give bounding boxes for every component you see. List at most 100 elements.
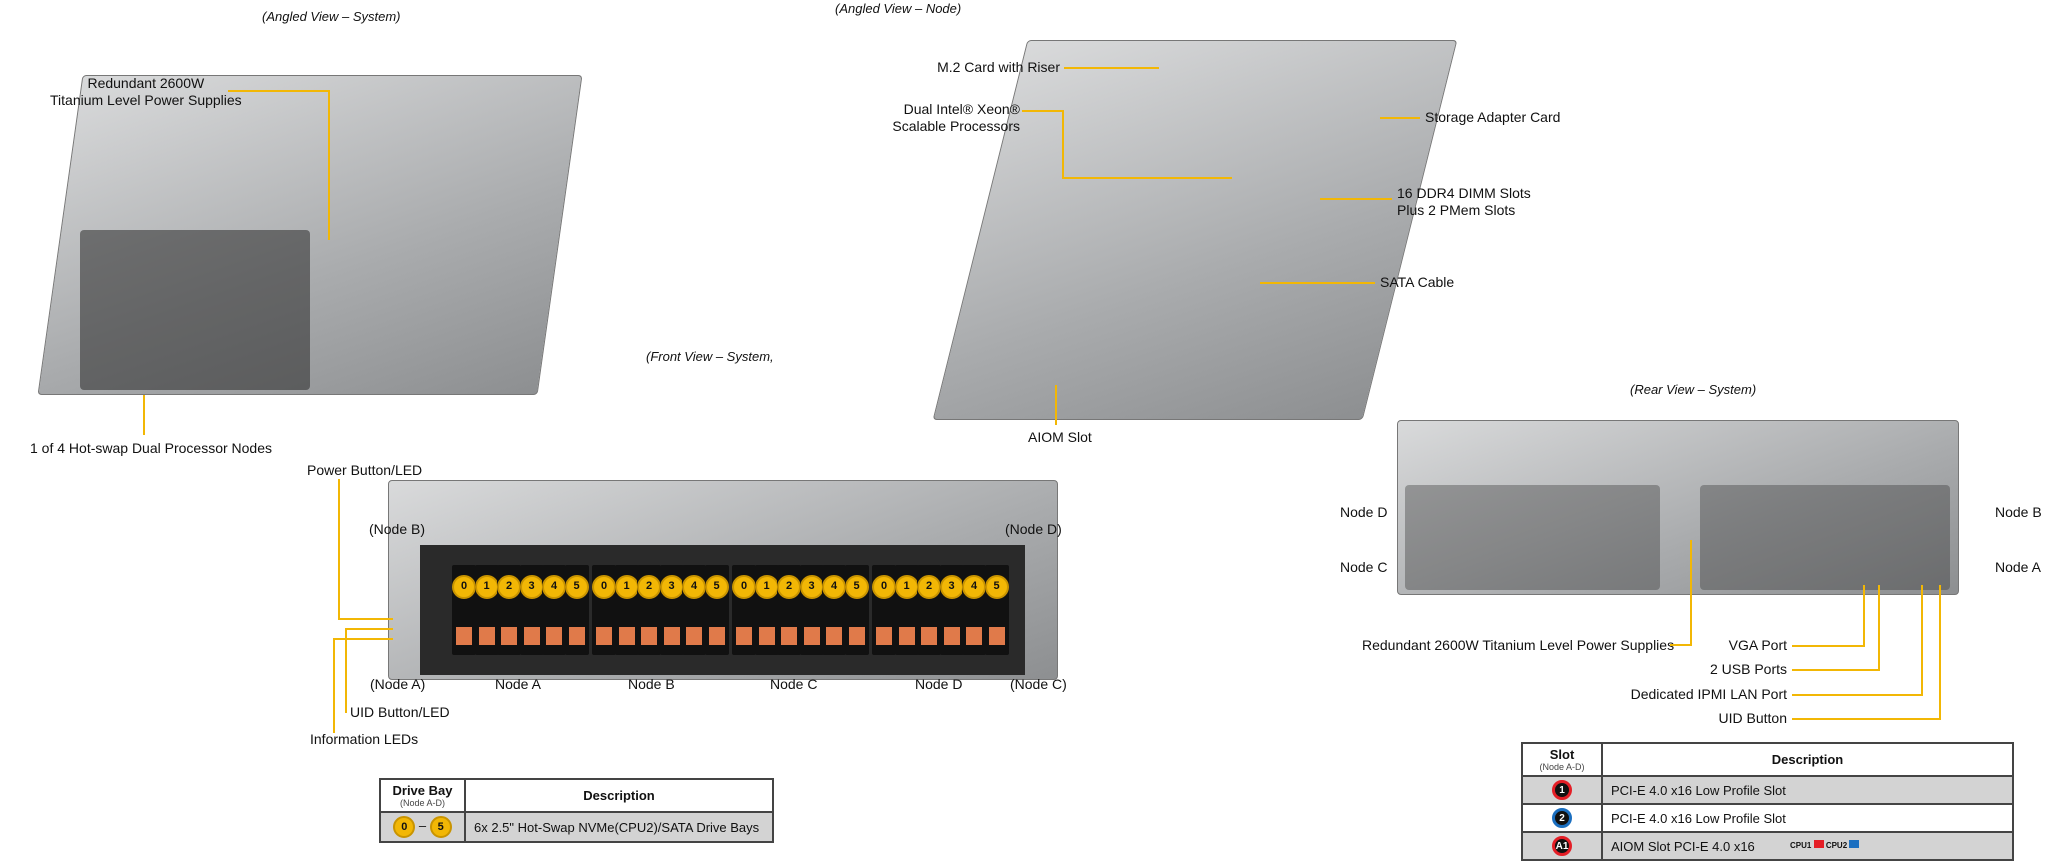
cpu-legend: CPU1 CPU2 <box>1790 837 1860 854</box>
uid-button-label: UID Button/LED <box>350 704 450 720</box>
node-c-paren-label: (Node C) <box>1010 676 1067 692</box>
drive-bay-number: 1 <box>474 575 499 599</box>
node-a-paren-label: (Node A) <box>370 676 426 692</box>
drive-bay-number: 4 <box>962 575 986 599</box>
drive-bay-number: 0 <box>732 575 756 599</box>
drive-bay: 3 <box>939 565 964 655</box>
storage-label: Storage Adapter Card <box>1425 109 1561 125</box>
drive-bay-number: 4 <box>682 575 706 599</box>
drive-bay: 0 <box>872 565 896 655</box>
nodes-label: 1 of 4 Hot-swap Dual Processor Nodes <box>30 440 272 456</box>
aiom-label: AIOM Slot <box>1028 429 1092 445</box>
drive-release-tab <box>921 627 937 645</box>
drive-bay-number: 5 <box>844 575 869 599</box>
usb-label: 2 USB Ports <box>1709 661 1787 677</box>
front-node-d: Node D <box>915 676 963 692</box>
drive-bay: 5 <box>704 565 729 655</box>
drive-bay: 3 <box>519 565 544 655</box>
drive-bay: 4 <box>542 565 566 655</box>
drive-release-tab <box>618 627 635 645</box>
drive-bay-number: 3 <box>939 575 964 599</box>
drive-release-tab <box>456 627 472 645</box>
rear-node-d: Node D <box>1340 504 1388 520</box>
drive-bay-number: 0 <box>452 575 476 599</box>
rear-system-image <box>1397 420 1959 595</box>
drive-release-tab <box>501 627 517 645</box>
drive-bay: 2 <box>637 565 661 655</box>
drive-release-tab <box>708 627 725 645</box>
bay-badge: 0 <box>393 816 416 838</box>
drive-bay-number: 5 <box>704 575 729 599</box>
drive-bay-number: 0 <box>592 575 616 599</box>
drive-bay-number: 1 <box>754 575 779 599</box>
drive-release-tab <box>523 627 540 645</box>
drive-release-tab <box>988 627 1005 645</box>
cpu-label: Dual Intel® Xeon®Scalable Processors <box>892 101 1020 134</box>
power-button-label: Power Button/LED <box>307 462 423 478</box>
drive-bay: 5 <box>984 565 1009 655</box>
m2-label: M.2 Card with Riser <box>937 59 1060 75</box>
drive-bay: 0 <box>592 565 616 655</box>
drive-bay: 5 <box>564 565 589 655</box>
drive-bay: 3 <box>659 565 684 655</box>
ipmi-label: Dedicated IPMI LAN Port <box>1630 686 1787 702</box>
drive-bay-number: 2 <box>777 575 801 599</box>
drive-release-tab <box>803 627 820 645</box>
sata-label: SATA Cable <box>1380 274 1455 290</box>
drive-bay-number: 2 <box>497 575 521 599</box>
drive-bay: 4 <box>822 565 846 655</box>
vga-label: VGA Port <box>1728 637 1787 653</box>
slot-badge-cpu1: 1 <box>1552 780 1572 800</box>
bay-badge: 5 <box>429 816 452 838</box>
drive-description: 6x 2.5" Hot-Swap NVMe(CPU2)/SATA Drive B… <box>464 811 774 843</box>
uid-label: UID Button <box>1718 710 1787 726</box>
drive-release-tab <box>848 627 865 645</box>
drive-release-tab <box>568 627 585 645</box>
node-d-paren-label: (Node D) <box>1005 521 1062 537</box>
drive-release-tab <box>966 627 982 645</box>
drive-release-tab <box>546 627 562 645</box>
drive-release-tab <box>781 627 797 645</box>
drive-bay: 2 <box>497 565 521 655</box>
drive-bay: 1 <box>894 565 919 655</box>
drive-bay-number: 0 <box>872 575 896 599</box>
drive-bay-number: 2 <box>917 575 941 599</box>
drive-bay: 1 <box>754 565 779 655</box>
drive-bay-number: 4 <box>542 575 566 599</box>
drive-bay: 3 <box>799 565 824 655</box>
drive-bay-number: 5 <box>984 575 1009 599</box>
drive-release-tab <box>596 627 612 645</box>
hot-swap-node-image <box>80 230 310 390</box>
drive-release-tab <box>736 627 752 645</box>
drive-release-tab <box>758 627 775 645</box>
drive-bay-number: 1 <box>614 575 639 599</box>
drive-bay-number: 1 <box>894 575 919 599</box>
drive-bay-number: 3 <box>519 575 544 599</box>
slot-badge-cpu1: A1 <box>1552 836 1572 856</box>
drive-release-tab <box>826 627 842 645</box>
drive-bay: 0 <box>732 565 756 655</box>
drive-release-tab <box>876 627 892 645</box>
rear-psu-label: Redundant 2600W Titanium Level Power Sup… <box>1362 637 1675 653</box>
drive-bay: 5 <box>844 565 869 655</box>
drive-release-tab <box>641 627 657 645</box>
angled-node-image <box>932 40 1458 420</box>
drive-bay: 4 <box>962 565 986 655</box>
drive-bay-number: 3 <box>799 575 824 599</box>
caption-angled-system: (Angled View – System) <box>262 9 401 24</box>
drive-bay-number: 3 <box>659 575 684 599</box>
slot-badge-cpu2: 2 <box>1552 808 1572 828</box>
node-b-paren-label: (Node B) <box>369 521 426 537</box>
front-node-b: Node B <box>628 676 675 692</box>
drive-bay-number: 2 <box>637 575 661 599</box>
rear-node-a: Node A <box>1995 559 2041 575</box>
drive-bay: 2 <box>777 565 801 655</box>
caption-front-system: (Front View – System, <box>646 349 774 364</box>
caption-rear-system: (Rear View – System) <box>1630 382 1757 397</box>
drive-bay: 2 <box>917 565 941 655</box>
front-node-a: Node A <box>495 676 541 692</box>
